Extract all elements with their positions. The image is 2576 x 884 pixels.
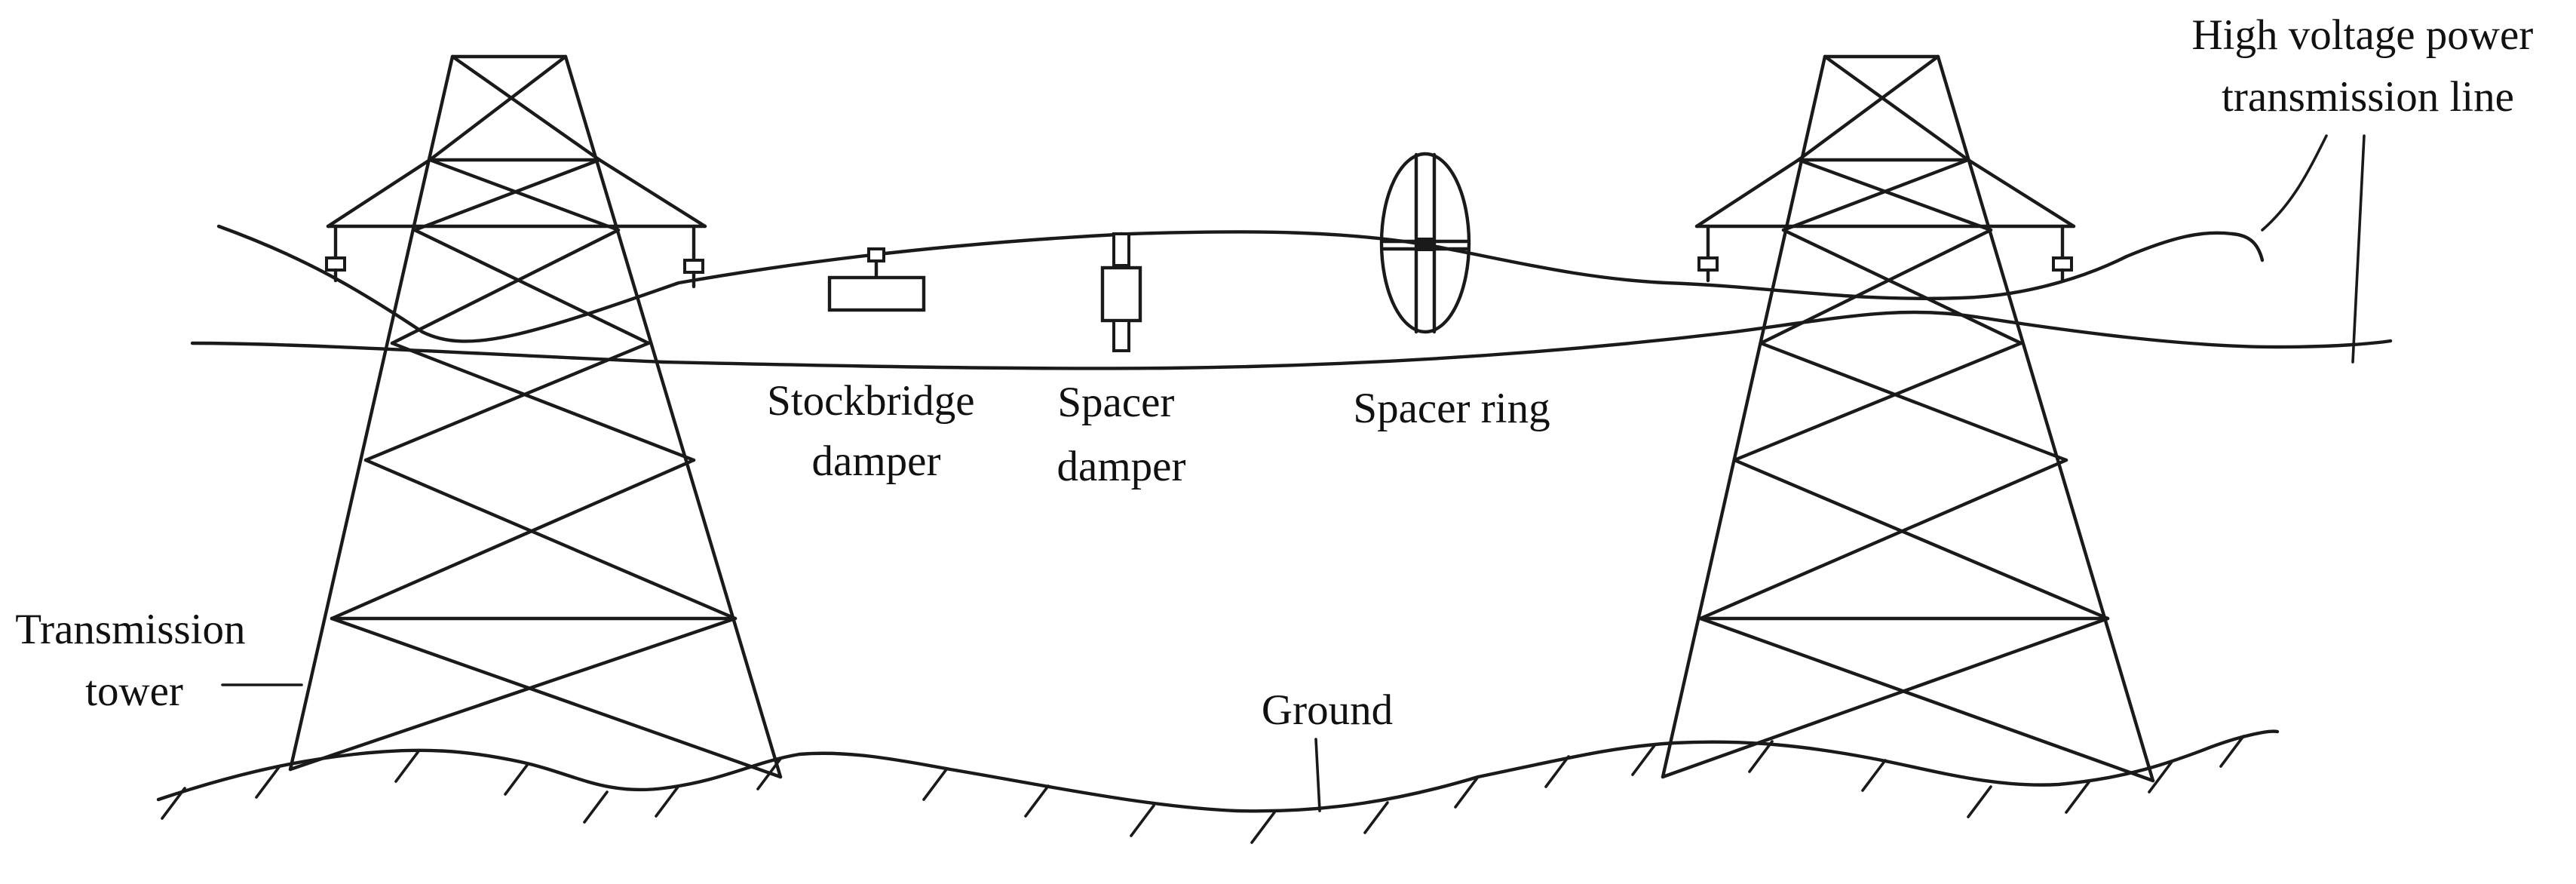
leader-lines (221, 134, 2366, 812)
stockbridge-damper (827, 247, 926, 312)
conductor-tail (2230, 232, 2265, 262)
ground-label: Ground (1262, 686, 1393, 734)
spacer-damper (1100, 232, 1142, 352)
spacer-ring-label: Spacer ring (1353, 385, 1550, 432)
stockbridge-damper-label: Stockbridge damper (767, 377, 986, 485)
hv-line-leader-2 (2351, 134, 2366, 364)
transmission-conductors (190, 224, 2393, 370)
spacer-ring (1379, 152, 1471, 334)
right-transmission-tower (1661, 54, 2155, 783)
hv-line-leader (2261, 134, 2328, 232)
high-voltage-line-label: High voltage power transmission line (2192, 11, 2544, 121)
transmission-tower-label: Transmission tower (15, 606, 256, 715)
lower-conductor (190, 310, 2393, 370)
ground-hatching (161, 735, 2245, 844)
ground-leader (1314, 738, 1321, 812)
upper-conductor (216, 224, 2234, 343)
right-tower-insulators (1697, 224, 2073, 283)
spacer-damper-label: Spacer damper (1057, 379, 1186, 490)
ground-terrain (156, 729, 2280, 844)
left-transmission-tower (288, 54, 783, 779)
